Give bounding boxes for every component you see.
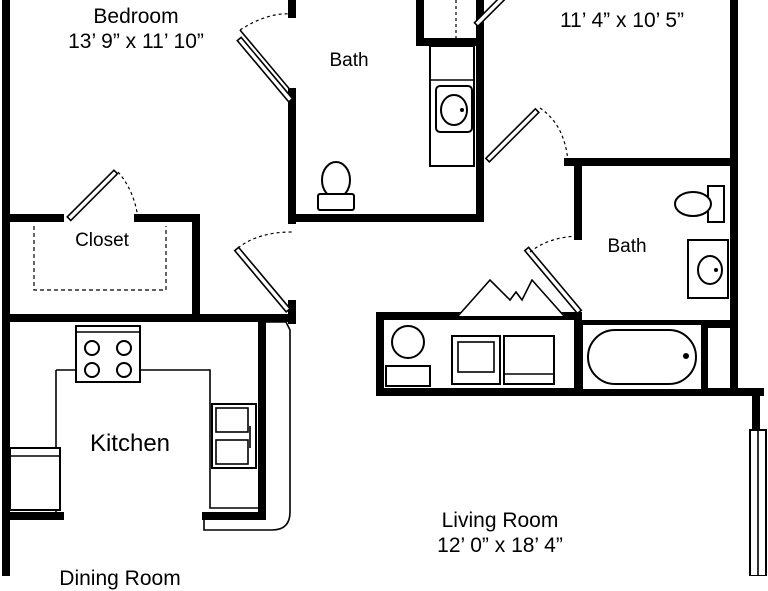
bathtub	[581, 323, 703, 391]
bath1-label: Bath	[329, 50, 369, 71]
living-room-dims: 12’ 0” x 18’ 4”	[437, 534, 563, 558]
kitchen-sink	[211, 403, 257, 469]
window	[749, 429, 767, 576]
door-bedroom2	[455, 0, 508, 38]
walls	[2, 0, 764, 576]
living-room-label: Living Room 12’ 0” x 18’ 4”	[412, 508, 588, 558]
toilet-upper	[317, 161, 355, 211]
door-bath-hall	[484, 107, 569, 164]
dryer	[503, 335, 555, 385]
door-bath2	[523, 235, 583, 315]
washer	[451, 335, 501, 385]
floor-plan	[2, 0, 767, 576]
door-closet	[66, 169, 139, 222]
door-bedroom-bath	[236, 13, 294, 104]
door-laundry	[457, 278, 565, 317]
bedroom-dims: 13’ 9” x 11’ 10”	[68, 30, 204, 54]
living-room-name: Living Room	[441, 509, 559, 532]
closet-label: Closet	[75, 230, 129, 251]
bedroom2-dims: 11’ 4” x 10’ 5”	[559, 9, 685, 32]
door-hall	[233, 231, 293, 314]
dining-room-label: Dining Room	[59, 567, 181, 590]
bedroom-label: Bedroom 13’ 9” x 11’ 10”	[56, 4, 216, 54]
vanity-right	[687, 239, 729, 299]
closet-shelf	[33, 226, 167, 291]
kitchen-counter	[56, 369, 262, 509]
kitchen-label: Kitchen	[89, 430, 171, 457]
vanity-upper	[429, 45, 475, 167]
stove	[75, 325, 141, 383]
water-heater	[385, 325, 431, 387]
refrigerator	[9, 447, 61, 511]
bedroom-name: Bedroom	[93, 5, 179, 28]
toilet-right	[674, 185, 725, 223]
bath2-label: Bath	[607, 236, 647, 257]
